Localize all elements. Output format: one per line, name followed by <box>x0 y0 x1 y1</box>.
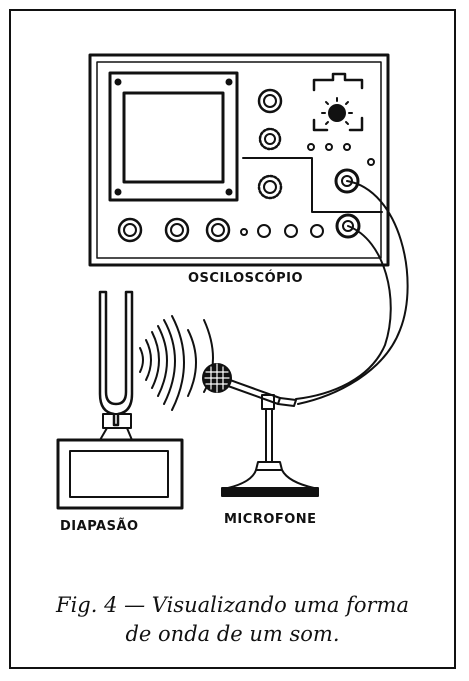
bottom-controls <box>117 217 324 243</box>
oscilloscope-screen <box>108 71 239 202</box>
selector-dial <box>312 72 364 132</box>
figure-caption-line-1: Fig. 4 — Visualizando uma forma <box>56 593 409 617</box>
oscilloscope-label: OSCILOSCÓPIO <box>188 271 304 286</box>
control-knob <box>257 174 283 200</box>
oscilloscope <box>88 53 390 267</box>
control-knob <box>257 88 283 114</box>
control-knob <box>258 127 282 151</box>
probe-cables <box>295 180 409 405</box>
input-jack <box>335 213 361 239</box>
tuning-fork <box>98 290 134 441</box>
microphone-head <box>202 363 232 393</box>
figure-caption-line-2: de onda de um som. <box>125 622 340 646</box>
tuning-fork-label: DIAPASÃO <box>60 519 139 534</box>
microphone <box>202 363 319 497</box>
input-jack <box>334 168 360 194</box>
resonance-box <box>56 438 184 510</box>
sound-waves <box>139 315 214 411</box>
indicator-lights <box>307 143 375 166</box>
microphone-label: MICROFONE <box>224 512 317 527</box>
